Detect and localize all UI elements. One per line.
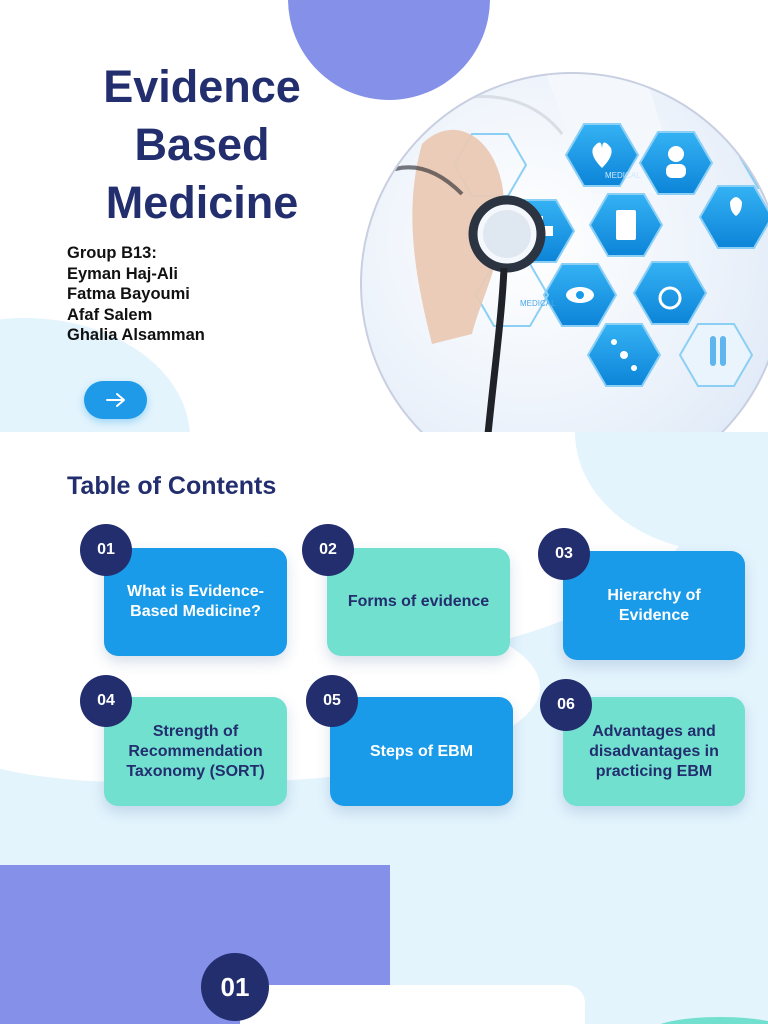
section-slide: 01 [0, 865, 768, 1024]
next-button[interactable] [84, 381, 147, 419]
group-member: Afaf Salem [67, 305, 153, 324]
toc-card-label: Advantages and disadvantages in practici… [589, 722, 719, 780]
section-number-badge: 01 [201, 953, 269, 1021]
title-line: Medicine [105, 177, 299, 228]
presentation-title: Evidence Based Medicine [60, 58, 344, 232]
toc-card-label: Hierarchy of Evidence [607, 586, 701, 624]
toc-number-badge: 01 [80, 524, 132, 576]
toc-card-label: Steps of EBM [369, 742, 474, 760]
title-slide: Evidence Based Medicine Group B13: Eyman… [0, 0, 768, 432]
toc-number-badge: 03 [538, 528, 590, 580]
doctor-hex-icon [638, 131, 714, 195]
toc-slide: Table of Contents What is Evidence-Based… [0, 432, 768, 865]
toc-card-label: What is Evidence-Based Medicine? [127, 583, 264, 620]
section-card [240, 985, 585, 1024]
toc-number-badge: 05 [306, 675, 358, 727]
drops-hex-icon [698, 185, 768, 249]
toc-card-label: Forms of evidence [347, 593, 490, 610]
toc-card-5[interactable]: Steps of EBM [330, 697, 513, 806]
toc-number-badge: 02 [302, 524, 354, 576]
group-member: Fatma Bayoumi [67, 285, 190, 303]
hero-text: MEDICAL [520, 299, 556, 308]
hero-text: MEDICAL [605, 171, 641, 180]
group-member: Eyman Haj-Ali [67, 264, 178, 283]
toc-card-label: Strength of Recommendation Taxonomy (SOR… [126, 722, 265, 780]
group-info: Group B13: Eyman Haj-Ali Fatma Bayoumi A… [67, 243, 205, 346]
toc-card-6[interactable]: Advantages and disadvantages in practici… [563, 697, 745, 806]
toc-card-4[interactable]: Strength of Recommendation Taxonomy (SOR… [104, 697, 287, 806]
medical-hero-image: MEDICAL MEDICAL [360, 72, 768, 432]
title-line: Based [134, 119, 270, 170]
toc-card-3[interactable]: Hierarchy of Evidence [563, 551, 745, 660]
toc-title: Table of Contents [67, 472, 277, 500]
group-label: Group B13: [67, 244, 157, 262]
title-line: Evidence [103, 61, 301, 112]
wheelchair-hex-icon [632, 261, 708, 325]
toc-number-badge: 06 [540, 679, 592, 731]
medical-illustration: MEDICAL MEDICAL [381, 74, 768, 432]
arrow-right-icon [105, 393, 125, 407]
toc-card-2[interactable]: Forms of evidence [327, 548, 510, 656]
toc-number-badge: 04 [80, 675, 132, 727]
toc-card-1[interactable]: What is Evidence-Based Medicine? [104, 548, 287, 656]
group-member: Ghalia Alsamman [67, 326, 205, 344]
decorative-shape [650, 1017, 768, 1024]
